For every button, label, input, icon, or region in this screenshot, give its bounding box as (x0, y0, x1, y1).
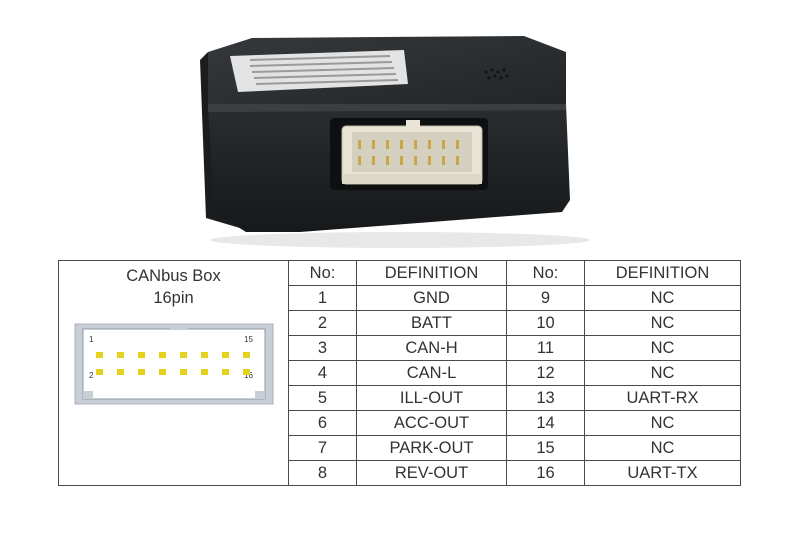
connector-pin (158, 352, 166, 358)
table-row: 4 CAN-L 12 NC (59, 360, 741, 386)
header-definition-left: DEFINITION (356, 260, 507, 286)
table-row: 7 PARK-OUT 15 NC (59, 435, 741, 461)
pin-number: 5 (288, 385, 357, 411)
connector-pin (179, 352, 187, 358)
pin-definition: GND (356, 285, 507, 311)
pin-number: 10 (506, 310, 585, 336)
pin-number: 9 (506, 285, 585, 311)
header-no-left: No: (288, 260, 357, 286)
connector-pin (200, 352, 208, 358)
connector-pin (137, 369, 145, 375)
pin-number: 13 (506, 385, 585, 411)
pin-definition: ACC-OUT (356, 410, 507, 436)
table-header-row: CANbus Box 16pin 1 15 2 16 No: DEFINITIO… (58, 260, 741, 486)
pin-number: 2 (288, 310, 357, 336)
pin-number: 7 (288, 435, 357, 461)
pin-definition: REV-OUT (356, 460, 507, 486)
connector-pin (200, 369, 208, 375)
pin-number: 4 (288, 360, 357, 386)
pin-number: 3 (288, 335, 357, 361)
pin-number: 16 (506, 460, 585, 486)
pin-label-bottom-right: 16 (244, 371, 253, 380)
header-definition-right: DEFINITION (584, 260, 741, 286)
vent-holes (484, 68, 509, 80)
connector-pinout-diagram: 1 15 2 16 (74, 323, 273, 405)
pin-number: 8 (288, 460, 357, 486)
connector-pin (179, 369, 187, 375)
pin-number: 6 (288, 410, 357, 436)
pin-number: 14 (506, 410, 585, 436)
pin-definition: NC (584, 410, 741, 436)
connector-pin (242, 369, 250, 375)
canbus-box-photo (200, 36, 590, 248)
connector-pin (95, 352, 103, 358)
pin-number: 1 (288, 285, 357, 311)
table-row: 6 ACC-OUT 14 NC (59, 410, 741, 436)
table-row: 2 BATT 10 NC (59, 310, 741, 336)
connector-pin (158, 369, 166, 375)
box-title: CANbus Box (126, 267, 221, 285)
connector-pin (221, 369, 229, 375)
pin-definition: NC (584, 285, 741, 311)
pin-definition: NC (584, 310, 741, 336)
table-row: 1 GND 9 NC (59, 285, 741, 311)
pin-definition: NC (584, 435, 741, 461)
connector-housing-photo (341, 120, 483, 185)
connector-pin (242, 352, 250, 358)
connector-pin (221, 352, 229, 358)
pin-definition: NC (584, 360, 741, 386)
pin-number: 15 (506, 435, 585, 461)
pin-definition: UART-RX (584, 385, 741, 411)
pin-number: 11 (506, 335, 585, 361)
pin-definition: BATT (356, 310, 507, 336)
pin-definition: CAN-H (356, 335, 507, 361)
pin-definition: PARK-OUT (356, 435, 507, 461)
header-no-right: No: (506, 260, 585, 286)
product-label (230, 50, 408, 92)
pin-label-bottom-left: 2 (89, 371, 94, 380)
pinout-table: CANbus Box 16pin 1 15 2 16 No: DEFINITIO… (58, 260, 741, 486)
connector-pin (137, 352, 145, 358)
pin-label-top-right: 15 (244, 335, 253, 344)
pin-definition: NC (584, 335, 741, 361)
pin-label-top-left: 1 (89, 335, 94, 344)
connector-pin (116, 352, 124, 358)
pin-definition: UART-TX (584, 460, 741, 486)
box-pin-count: 16pin (153, 289, 194, 307)
pin-number: 12 (506, 360, 585, 386)
table-row: 8 REV-OUT 16 UART-TX (59, 460, 741, 486)
table-row: 5 ILL-OUT 13 UART-RX (59, 385, 741, 411)
connector-pin (95, 369, 103, 375)
connector-pin (116, 369, 124, 375)
connector-cell: CANbus Box 16pin 1 15 2 16 (58, 260, 289, 486)
pin-definition: CAN-L (356, 360, 507, 386)
pin-grid (95, 352, 250, 375)
pin-definition: ILL-OUT (356, 385, 507, 411)
